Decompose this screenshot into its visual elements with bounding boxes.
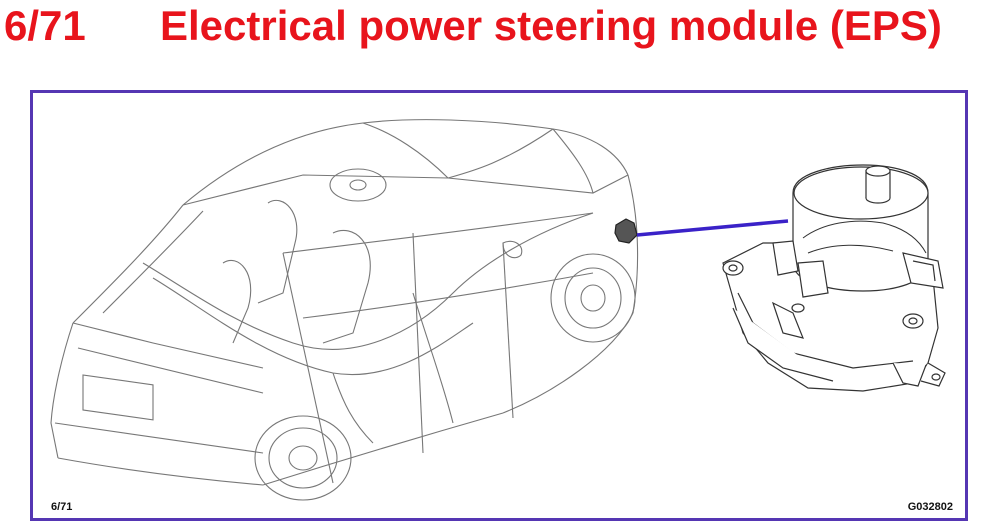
leader-line: [636, 219, 789, 237]
figure-frame: 6/71 G032802: [30, 90, 968, 521]
figure-canvas: [50, 119, 946, 501]
eps-module-icon: [722, 164, 946, 392]
location-marker-icon: [614, 218, 638, 244]
figure-ref-right: G032802: [907, 501, 953, 513]
page-title: Electrical power steering module (EPS): [160, 2, 942, 49]
figure-ref-left: 6/71: [51, 501, 73, 513]
page-code: 6/71: [4, 2, 86, 49]
car-outline-icon: [50, 119, 639, 501]
